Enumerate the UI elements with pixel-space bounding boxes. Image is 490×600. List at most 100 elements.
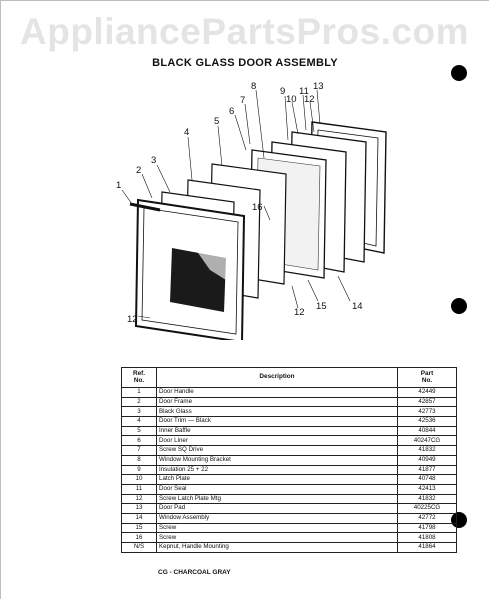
part-cell: 41808 [397,532,457,543]
window-reflection [196,250,226,280]
ref-cell: N/S [121,542,157,553]
ref-cell: 15 [121,522,157,534]
description-cell: Insulation 25 + 22 [156,464,398,476]
binder-hole-middle [451,298,467,314]
part-cell: 42413 [397,483,457,495]
description-cell: Kepnut, Handle Mounting [156,542,398,553]
callout-12-top: 12 [304,94,315,105]
part-cell: 42773 [397,406,457,418]
description-cell: Inner Baffle [156,425,398,437]
header-description: Description [156,367,398,388]
callout-16: 16 [252,202,263,213]
part-cell: 40949 [397,454,457,466]
part-cell: 40247CG [397,435,457,447]
callout-9: 9 [280,86,285,97]
ref-cell: 7 [121,445,157,456]
exploded-door-diagram: 1 2 3 4 5 6 7 8 9 10 11 12 13 14 15 16 1… [116,81,387,340]
door-handle [129,202,161,212]
callout-3: 3 [151,155,156,166]
callout-11: 11 [299,86,309,97]
ref-cell: 10 [121,474,157,485]
header-part-no: Part No. [397,367,457,388]
binder-hole-top [451,65,467,81]
part-cell: 42449 [397,387,457,398]
callout-12-left: 12 [127,314,138,325]
callout-1: 1 [116,180,121,191]
callout-10: 10 [286,94,297,105]
part-cell: 40844 [397,425,457,437]
description-cell: Door Handle [156,387,398,398]
ref-cell: 8 [121,454,157,466]
description-cell: Door Pad [156,503,398,514]
ref-cell: 5 [121,425,157,437]
part-cell: 40225CG [397,503,457,514]
callout-4: 4 [184,127,189,138]
ref-cell: 14 [121,512,157,524]
ref-cell: 1 [121,387,157,398]
watermark: AppliancePartsPros.com [20,11,469,52]
color-footnote: CG - CHARCOAL GRAY [158,569,231,576]
description-cell: Screw Latch Plate Mtg [156,493,398,505]
ref-cell: 12 [121,493,157,505]
leader-lines [121,89,351,319]
description-cell: Door Frame [156,396,398,408]
callout-13: 13 [313,81,324,92]
callout-14: 14 [352,301,363,312]
part-cell: 42772 [397,512,457,524]
part-cell: 41832 [397,445,457,456]
callout-5: 5 [214,116,219,127]
ref-cell: 2 [121,396,157,408]
callout-7: 7 [240,95,245,106]
part-cell: 41832 [397,493,457,505]
ref-cell: 3 [121,406,157,418]
part-cell: 41864 [397,542,457,553]
description-cell: Window Mounting Bracket [156,454,398,466]
description-cell: Latch Plate [156,474,398,485]
header-ref-no: Ref. No. [121,367,157,388]
callout-12-bottom: 12 [294,307,305,318]
callout-15: 15 [316,301,327,312]
description-cell: Door Liner [156,435,398,447]
part-cell: 40748 [397,474,457,485]
part-cell: 42857 [397,396,457,408]
callout-6: 6 [229,106,234,117]
part-cell: 41798 [397,522,457,534]
ref-cell: 13 [121,503,157,514]
callout-2: 2 [136,165,141,176]
ref-cell: 9 [121,464,157,476]
description-cell: Screw [156,522,398,534]
description-cell: Screw [156,532,398,543]
ref-cell: 4 [121,416,157,427]
description-cell: Black Glass [156,406,398,418]
description-cell: Door Trim — Black [156,416,398,427]
diagram-title: BLACK GLASS DOOR ASSEMBLY [152,57,338,69]
ref-cell: 6 [121,435,157,447]
callout-8: 8 [251,81,256,92]
ref-cell: 11 [121,483,157,495]
part-cell: 42536 [397,416,457,427]
description-cell: Screw SQ Drive [156,445,398,456]
door-frame-inner [141,207,239,335]
description-cell: Door Seal [156,483,398,495]
description-cell: Window Assembly [156,512,398,524]
part-cell: 41877 [397,464,457,476]
